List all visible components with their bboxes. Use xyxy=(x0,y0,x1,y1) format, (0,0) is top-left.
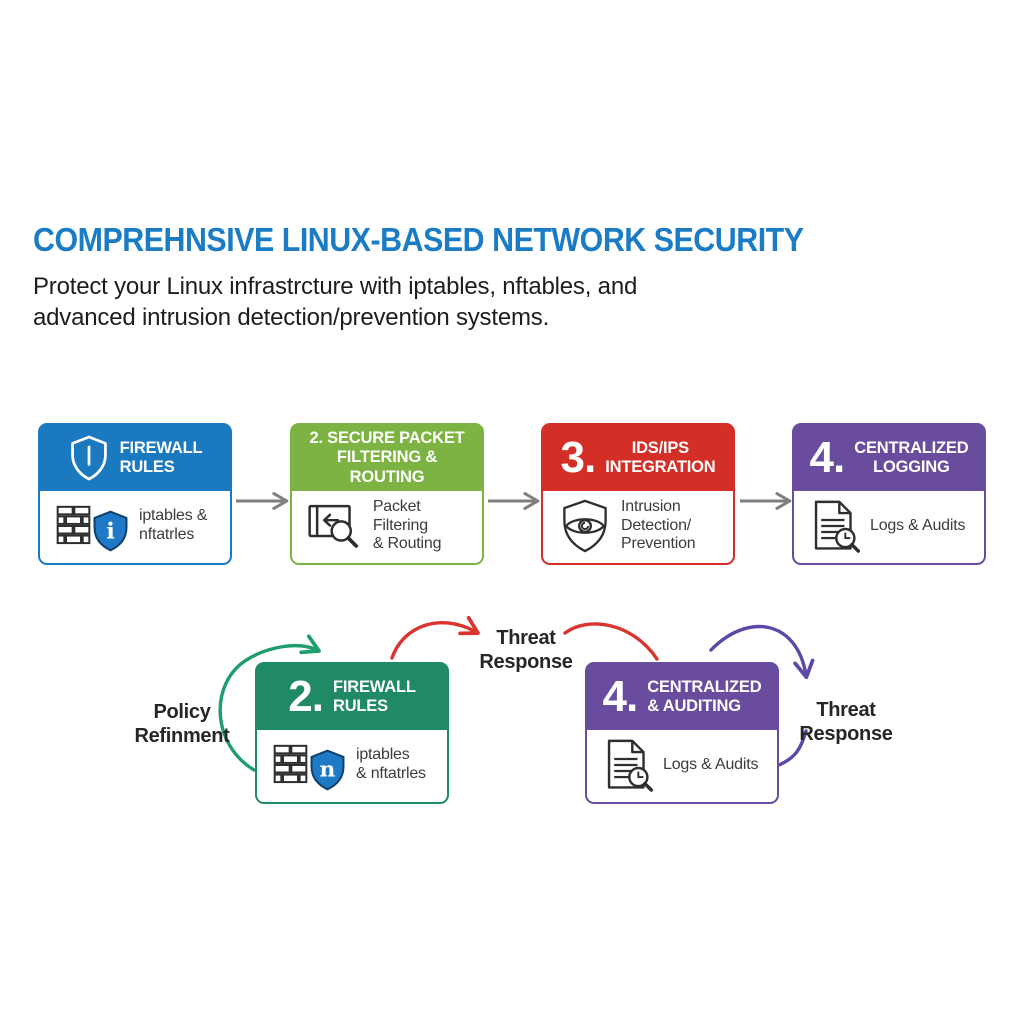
card-title-line: FIREWALL xyxy=(119,438,203,457)
body-line: Detection/ xyxy=(621,516,692,534)
brick-wall-icon xyxy=(273,744,308,784)
body-line: Logs & Audits xyxy=(870,516,966,534)
card-title-line: FIREWALL xyxy=(332,677,416,696)
shield-info-icon: i xyxy=(93,510,128,551)
card-title-line: LOGGING xyxy=(873,458,950,476)
card-centralized-logging: 4. CENTRALIZED LOGGING Logs & Audits xyxy=(792,423,986,565)
card-title: FIREWALL RULES xyxy=(120,439,203,477)
card-title-line: CENTRALIZED xyxy=(647,677,762,696)
label-threat-response-2: Threat Response xyxy=(781,699,911,746)
card-firewall-rules-loop: 2. FIREWALL RULES n iptables & nftatrles xyxy=(255,662,449,804)
card-body-text: iptables & nftatrles xyxy=(139,507,207,545)
label-line: Response xyxy=(799,722,893,745)
label-line: Threat xyxy=(816,699,876,721)
step-number: 3. xyxy=(560,433,597,483)
step-number: 2. xyxy=(288,672,324,722)
card-title-line: CENTRALIZED xyxy=(854,438,969,457)
card-body: n iptables & nftatrles xyxy=(257,730,447,800)
label-policy-refinement: Policy Refinment xyxy=(117,701,247,748)
card-body-text: Logs & Audits xyxy=(663,756,758,775)
card-body: Packet Filtering & Routing xyxy=(292,491,482,561)
card-secure-packet-filtering: 2. SECURE PACKET FILTERING & ROUTING Pac… xyxy=(290,423,484,565)
page-title: COMPREHNSIVE LINUX-BASED NETWORK SECURIT… xyxy=(33,221,804,258)
shield-letter: i xyxy=(106,518,115,544)
label-threat-response-1: Threat Response xyxy=(461,627,591,674)
card-title-line: RULES xyxy=(119,458,175,476)
body-line: Prevention xyxy=(621,535,696,553)
label-line: Refinment xyxy=(134,724,230,747)
body-line: iptables & xyxy=(139,507,208,525)
card-centralized-auditing-loop: 4. CENTRALIZED & AUDITING Logs & Audits xyxy=(585,662,779,804)
subtitle-line: Protect your Linux infrastrcture with ip… xyxy=(33,273,638,300)
card-title-line: & AUDITING xyxy=(647,697,741,715)
label-line: Policy xyxy=(153,701,211,723)
card-body: Intrusion Detection/ Prevention xyxy=(543,491,733,561)
body-line: Intrusion xyxy=(621,497,681,515)
shield-eye-icon xyxy=(563,499,607,553)
card-header: 2. FIREWALL RULES xyxy=(257,664,447,730)
shield-outline-icon xyxy=(70,435,107,481)
card-header: 2. SECURE PACKET FILTERING & ROUTING xyxy=(292,425,482,491)
body-line: iptables xyxy=(356,746,410,764)
card-title: CENTRALIZED LOGGING xyxy=(854,439,968,477)
card-title-line: FILTERING & ROUTING xyxy=(336,448,438,486)
card-title: CENTRALIZED & AUDITING xyxy=(647,678,761,716)
step-number: 4. xyxy=(809,433,846,483)
body-line: Packet Filtering xyxy=(372,497,428,534)
body-line: & Routing xyxy=(372,535,442,553)
card-body-text: Logs & Audits xyxy=(870,517,965,536)
step-number: 4. xyxy=(602,672,639,722)
shield-letter: n xyxy=(320,756,336,782)
card-header: FIREWALL RULES xyxy=(40,425,230,491)
card-title-line: 2. SECURE PACKET xyxy=(309,429,465,448)
body-line: nftatrles xyxy=(139,526,195,543)
page-subtitle: Protect your Linux infrastrcture with ip… xyxy=(33,271,637,333)
card-body: Logs & Audits xyxy=(587,730,777,800)
card-title-line: RULES xyxy=(332,697,388,715)
card-ids-ips-integration: 3. IDS/IPS INTEGRATION Intrusion Detecti… xyxy=(541,423,735,565)
card-body-text: Intrusion Detection/ Prevention xyxy=(621,498,696,555)
card-body: Logs & Audits xyxy=(794,491,984,561)
shield-info-icon: n xyxy=(310,749,345,790)
subtitle-line: advanced intrusion detection/prevention … xyxy=(33,304,550,331)
card-title-line: INTEGRATION xyxy=(605,458,716,476)
label-line: Threat xyxy=(496,627,556,649)
card-title-line: IDS/IPS xyxy=(631,438,689,457)
card-title: IDS/IPS INTEGRATION xyxy=(605,439,715,477)
document-audit-icon xyxy=(607,739,653,792)
body-line: Logs & Audits xyxy=(663,755,759,773)
card-header: 3. IDS/IPS INTEGRATION xyxy=(543,425,733,491)
card-header: 4. CENTRALIZED LOGGING xyxy=(794,425,984,491)
card-header: 4. CENTRALIZED & AUDITING xyxy=(587,664,777,730)
brick-wall-icon xyxy=(56,505,91,545)
body-line: & nftatrles xyxy=(356,765,426,782)
card-title: FIREWALL RULES xyxy=(333,678,416,716)
card-body: i iptables & nftatrles xyxy=(40,491,230,561)
packet-inspect-icon xyxy=(308,504,359,548)
card-firewall-rules: FIREWALL RULES i iptables & nftatrles xyxy=(38,423,232,565)
label-line: Response xyxy=(479,650,573,673)
document-audit-icon xyxy=(814,500,860,553)
card-body-text: Packet Filtering & Routing xyxy=(373,498,474,555)
card-title: 2. SECURE PACKET FILTERING & ROUTING xyxy=(298,429,476,486)
card-body-text: iptables & nftatrles xyxy=(356,746,426,784)
